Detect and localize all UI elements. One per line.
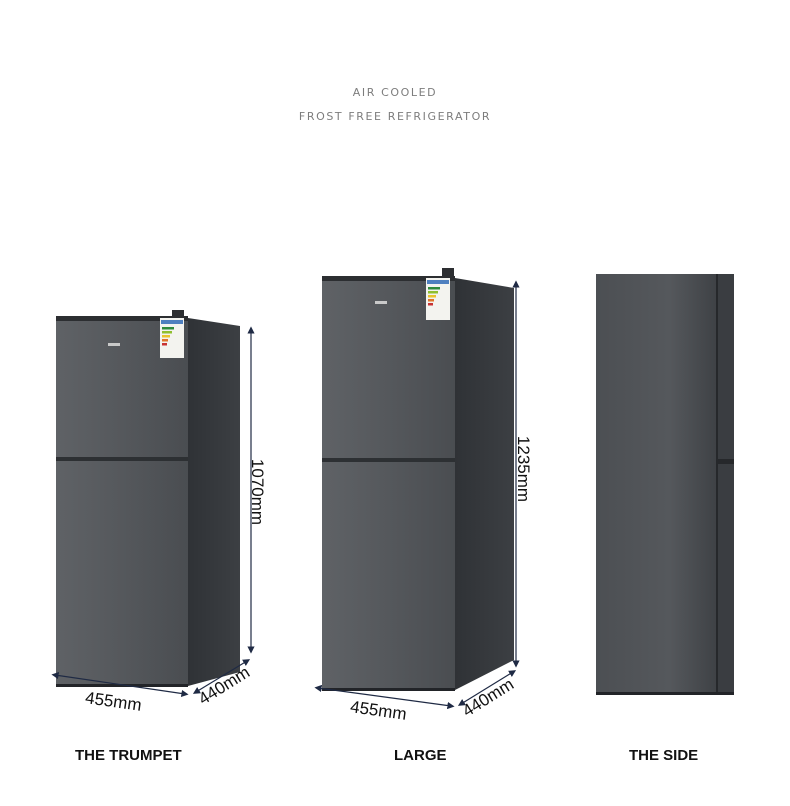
depth-arrow-large [457, 670, 517, 706]
width-arrow-small [51, 671, 189, 698]
header-line-2: FROST FREE REFRIGERATOR [298, 110, 492, 123]
fridge-small [56, 310, 240, 687]
fridge-side-view [596, 274, 734, 695]
fridge-large [322, 268, 514, 691]
width-arrow-large [314, 684, 455, 710]
height-label-large: 1235mm [514, 435, 534, 503]
brand-logo [375, 301, 387, 304]
energy-label [160, 318, 184, 358]
depth-arrow-small [192, 659, 251, 694]
caption-trumpet: THE TRUMPET [75, 747, 182, 764]
caption-large: LARGE [394, 747, 447, 764]
fridge-large-door-gap [322, 458, 455, 462]
caption-side: THE SIDE [629, 747, 699, 764]
brand-logo [108, 343, 120, 346]
fridge-small-door-gap [56, 457, 188, 461]
fridge-large-front [322, 278, 455, 690]
fridge-side-doors [716, 274, 734, 694]
height-label-small: 1070mm [248, 458, 268, 526]
header-line-1: AIR COOLED [352, 86, 438, 99]
fridge-small-side [188, 318, 240, 686]
fridge-large-side [455, 278, 514, 690]
fridge-small-front [56, 318, 188, 686]
fridge-side-body [596, 274, 718, 694]
